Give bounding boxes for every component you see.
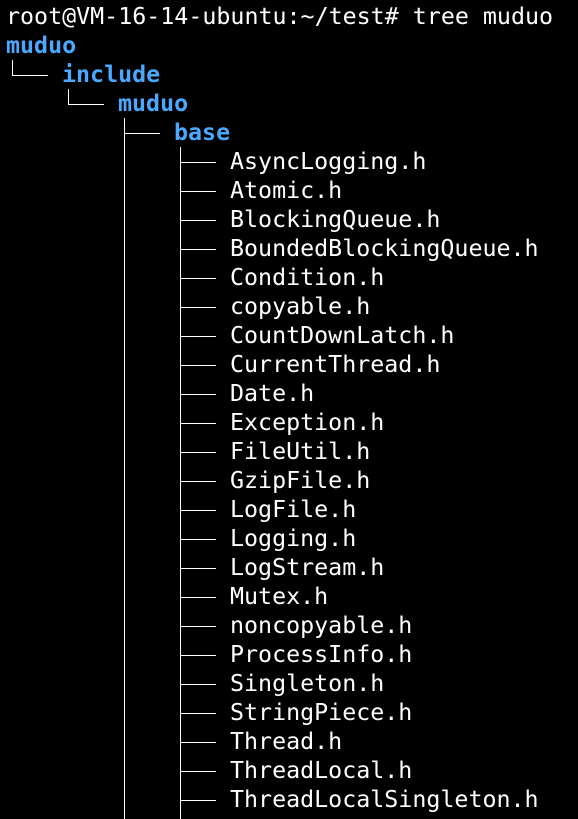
tree-file-entry: copyable.h [230, 293, 371, 320]
tree-connector-vertical-include [68, 89, 69, 105]
tree-connector-file [180, 307, 216, 308]
tree-connector-file [180, 771, 216, 772]
tree-connector-base [124, 133, 160, 134]
tree-connector-file [180, 510, 216, 511]
tree-connector-file [180, 539, 216, 540]
tree-file-entry: BoundedBlockingQueue.h [230, 235, 539, 262]
tree-dir-muduo: muduo [118, 90, 189, 117]
tree-file-entry: ProcessInfo.h [230, 641, 413, 668]
tree-connector-file [180, 742, 216, 743]
tree-connector-include [12, 75, 48, 76]
tree-file-entry: Condition.h [230, 264, 385, 291]
tree-connector-file [180, 423, 216, 424]
tree-file-entry: BlockingQueue.h [230, 206, 441, 233]
tree-file-entry: LogStream.h [230, 554, 385, 581]
tree-file-entry: CountDownLatch.h [230, 322, 455, 349]
tree-file-entry: Singleton.h [230, 670, 385, 697]
tree-file-entry: Date.h [230, 380, 315, 407]
tree-connector-file [180, 597, 216, 598]
tree-dir-include: include [62, 61, 161, 88]
tree-connector-file [180, 365, 216, 366]
shell-prompt: root@VM-16-14-ubuntu:~/test# [6, 3, 399, 30]
tree-connector-file [180, 626, 216, 627]
tree-connector-file [180, 655, 216, 656]
tree-connector-file [180, 713, 216, 714]
tree-file-entry: Logging.h [230, 525, 357, 552]
tree-connector-vertical-muduo [124, 118, 125, 819]
tree-file-entry: Atomic.h [230, 177, 343, 204]
tree-connector-file [180, 191, 216, 192]
tree-connector-file [180, 336, 216, 337]
tree-connector-file [180, 684, 216, 685]
tree-dir-base: base [174, 119, 231, 146]
tree-connector-vertical-base [180, 147, 181, 819]
tree-file-entry: StringPiece.h [230, 699, 413, 726]
tree-connector-file [180, 452, 216, 453]
tree-file-entry: LogFile.h [230, 496, 357, 523]
tree-connector-file [180, 220, 216, 221]
command-line: root@VM-16-14-ubuntu:~/test# tree muduo [6, 2, 553, 31]
tree-root-dir: muduo [6, 32, 77, 59]
tree-connector-file [180, 481, 216, 482]
tree-connector-file [180, 278, 216, 279]
tree-file-entry: Mutex.h [230, 583, 329, 610]
tree-file-entry: FileUtil.h [230, 438, 371, 465]
tree-file-entry: CurrentThread.h [230, 351, 441, 378]
tree-file-entry: AsyncLogging.h [230, 148, 427, 175]
tree-file-entry: GzipFile.h [230, 467, 371, 494]
command-text: tree muduo [412, 3, 554, 30]
tree-connector-vertical-root [12, 60, 13, 76]
tree-file-entry: ThreadLocal.h [230, 757, 413, 784]
tree-connector-file [180, 800, 216, 801]
tree-connector-muduo [68, 104, 104, 105]
tree-connector-file [180, 568, 216, 569]
tree-file-entry: noncopyable.h [230, 612, 413, 639]
tree-file-entry: Exception.h [230, 409, 385, 436]
tree-file-entry: ThreadLocalSingleton.h [230, 786, 539, 813]
tree-file-entry: Thread.h [230, 728, 343, 755]
tree-connector-file [180, 394, 216, 395]
tree-connector-file [180, 162, 216, 163]
tree-connector-file [180, 249, 216, 250]
